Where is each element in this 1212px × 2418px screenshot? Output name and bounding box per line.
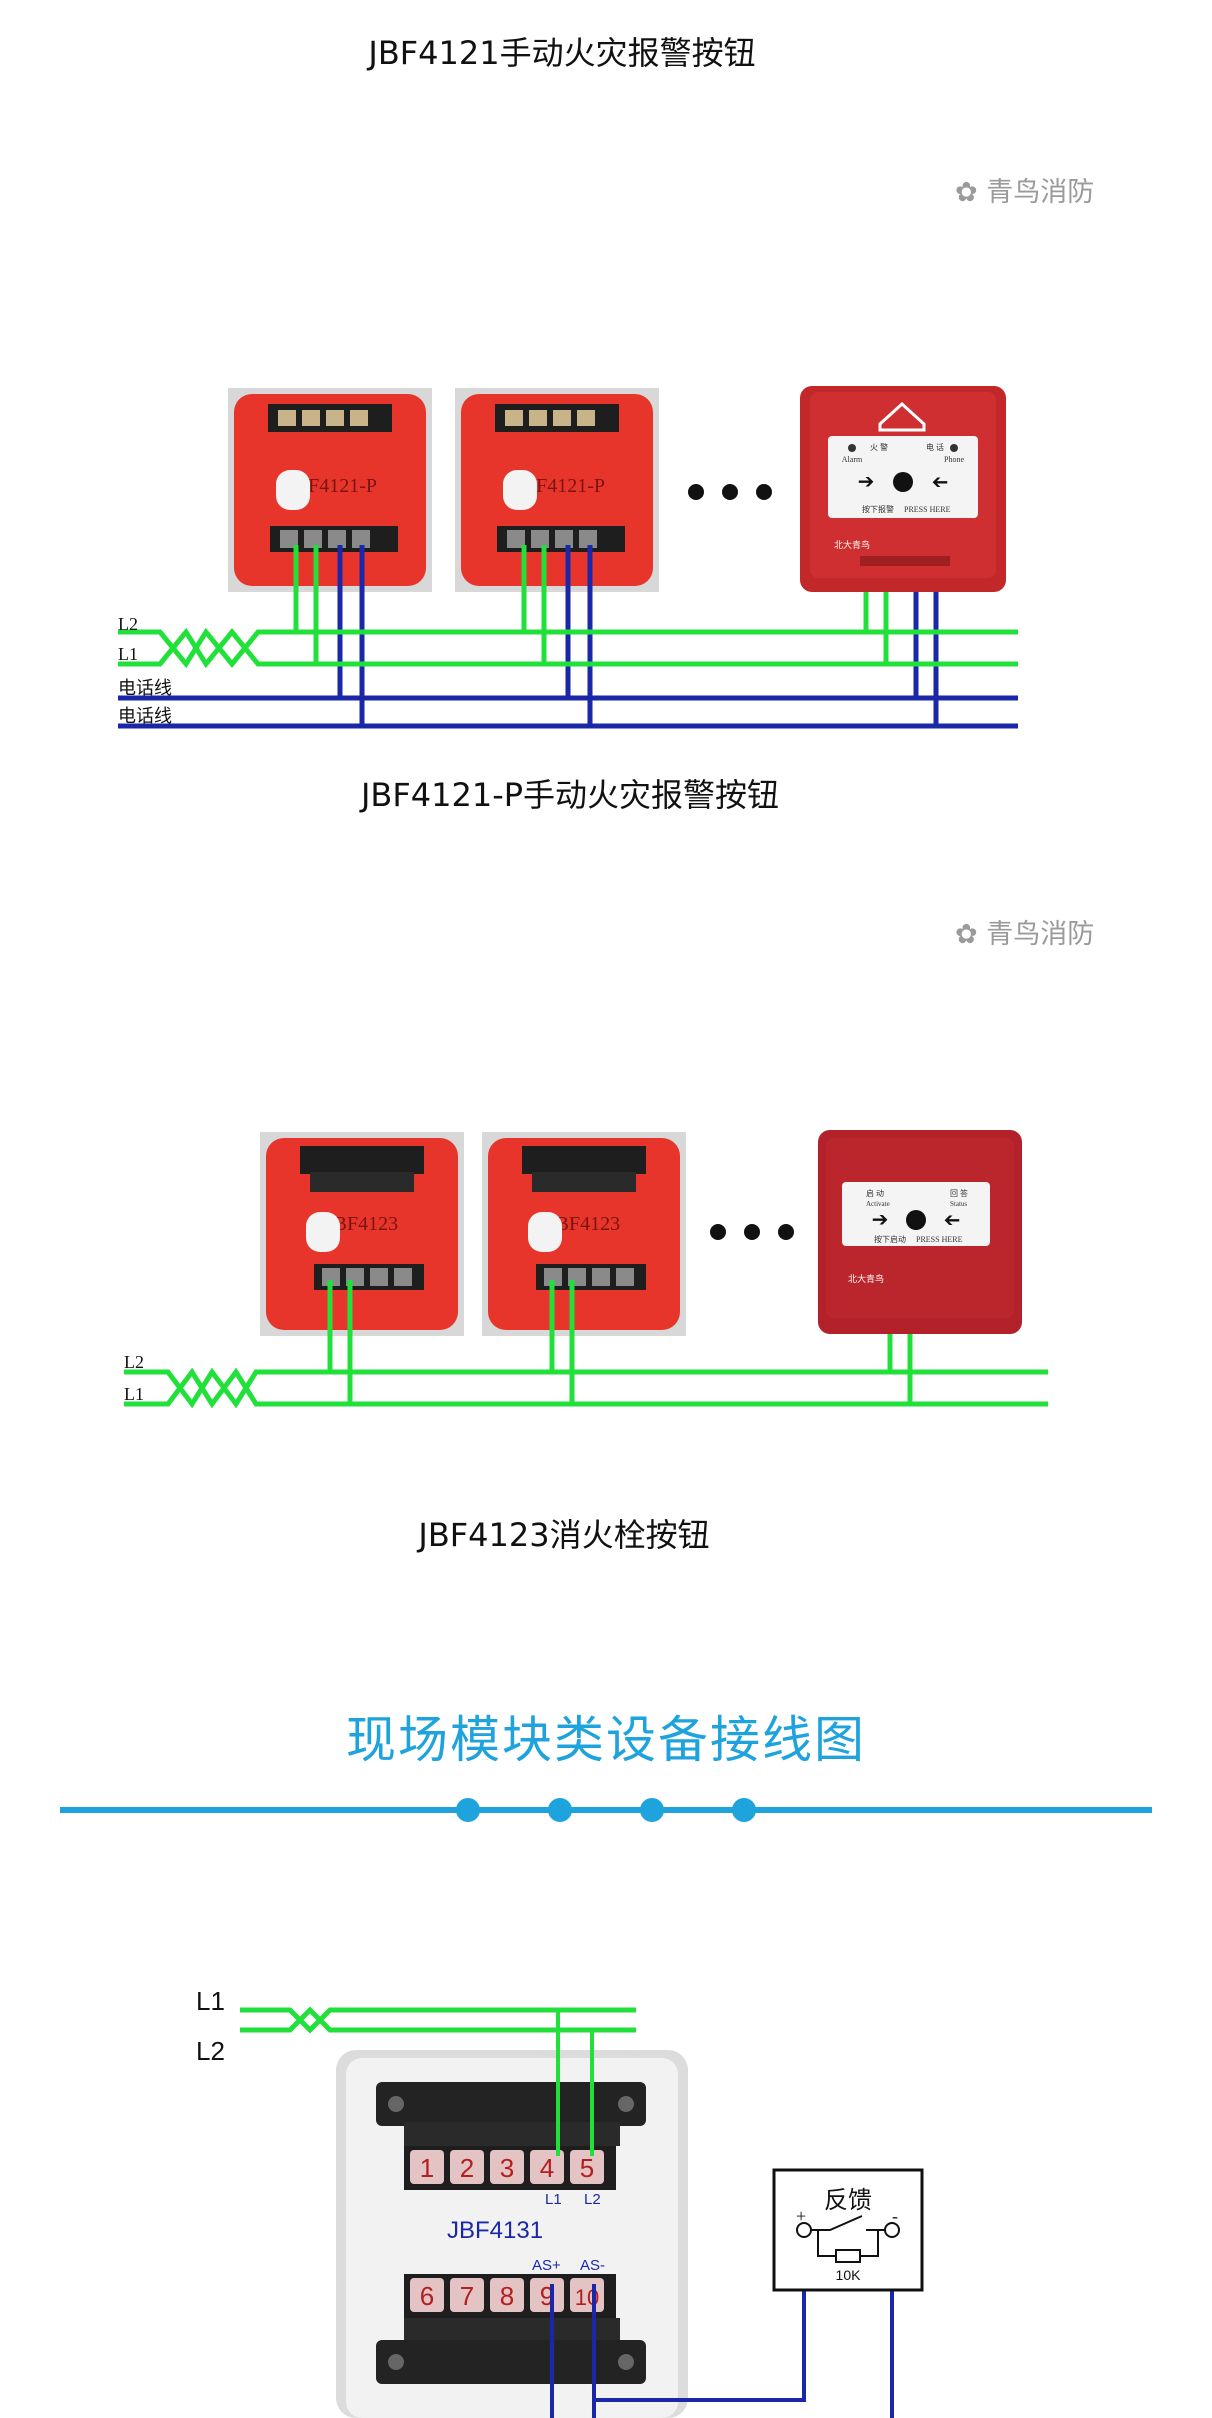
svg-text:火 警: 火 警 [870,442,888,452]
svg-text:Activate: Activate [866,1200,890,1208]
bus-wires [124,1367,1048,1409]
module-jbf4121-p-2: JBF4121-P [455,388,659,592]
minus-label: - [892,2206,898,2226]
svg-text:回 答: 回 答 [950,1188,968,1198]
wire-label-phone-1: 电话线 [118,678,172,698]
svg-text:启 动: 启 动 [866,1188,884,1198]
module-jbf4131: 1 2 3 4 5 L1 L2 JBF4131 AS+ AS- 6 7 8 [336,2050,688,2418]
svg-text:Phone: Phone [944,455,964,464]
svg-text:4: 4 [540,2153,554,2183]
svg-text:PRESS HERE: PRESS HERE [916,1235,963,1244]
brand-label: 北大青鸟 [848,1273,884,1284]
vertical-wires [327,1280,913,1404]
manual-call-point: Alarm Phone 火 警 电 话 ➔ ➔ 按下报警 PRESS HERE … [800,386,1006,592]
arrow-left-icon: ➔ [932,471,949,493]
diagram-jbf4121-p: JBF4121-P JBF4121-P [118,386,1018,729]
svg-text:按下报警: 按下报警 [862,504,894,514]
wire-label-l1: L1 [124,1384,144,1404]
wire-label-l2: L2 [124,1352,144,1372]
signal-drops [556,2010,594,2156]
svg-text:3: 3 [500,2153,514,2183]
module-jbf4123-1: JBF4123 [260,1132,464,1336]
svg-text:Status: Status [950,1200,967,1208]
terminal-label-l1: L1 [545,2191,562,2208]
diagram-jbf4123: JBF4123 JBF4123 [124,1130,1048,1409]
svg-text:6: 6 [420,2281,434,2311]
caption-jbf4121-p: JBF4121-P手动火灾报警按钮 [360,776,780,814]
svg-text:Alarm: Alarm [842,455,863,464]
feedback-label: 反馈 [824,2187,872,2214]
resistor-label: 10K [836,2267,862,2283]
plus-label: + [796,2206,806,2226]
brand-label: 北大青鸟 [834,539,870,550]
module-label: JBF4123 [548,1213,620,1235]
ellipsis-dots [710,1224,794,1240]
svg-text:按下启动: 按下启动 [874,1234,906,1244]
hydrant-button: 启 动 回 答 Activate Status ➔ ➔ 按下启动 PRESS H… [818,1130,1022,1334]
terminal-label-as-minus: AS- [580,2257,605,2274]
diagram-jbf4131: L1 L2 1 2 3 4 5 [196,1986,924,2418]
watermark-2: ✿ 青鸟消防 [955,919,1095,950]
wire-label-l1: L1 [196,1986,225,2016]
terminal-row-bottom: 6 7 8 9 10 [404,2274,616,2318]
wire-label-phone-2: 电话线 [118,706,172,726]
caption-jbf4121-cut: JBF4121手动火灾报警按钮 [368,34,756,72]
resistor-icon [835,2249,861,2263]
wechat-icon: ✿ [955,919,987,950]
arrow-left-icon: ➔ [944,1209,961,1231]
wire-label-l2: L2 [196,2036,225,2066]
ellipsis-dots [688,484,772,500]
module-label: JBF4121-P [515,475,605,497]
title-divider [60,1798,1152,1822]
svg-text:1: 1 [420,2153,434,2183]
wire-label-l2: L2 [118,614,138,634]
wire-label-l1: L1 [118,644,138,664]
section-title: 现场模块类设备接线图 [346,1711,866,1769]
terminal-row-top: 1 2 3 4 5 [404,2146,616,2190]
svg-text:PRESS HERE: PRESS HERE [904,505,951,514]
arrow-right-icon: ➔ [872,1209,889,1231]
svg-text:2: 2 [460,2153,474,2183]
module-jbf4123-2: JBF4123 [482,1132,686,1336]
terminal-label-l2: L2 [584,2191,601,2208]
module-label: JBF4131 [447,2217,543,2244]
watermark-1: ✿ 青鸟消防 [955,177,1095,208]
caption-jbf4123: JBF4123消火栓按钮 [418,1516,710,1554]
svg-text:电 话: 电 话 [926,442,944,452]
svg-text:7: 7 [460,2281,474,2311]
house-icon [878,401,926,432]
arrow-right-icon: ➔ [858,471,875,493]
module-label: JBF4123 [326,1213,398,1235]
bus-wires [240,2006,636,2034]
terminal-label-as-plus: AS+ [532,2257,561,2274]
svg-text:5: 5 [580,2153,594,2183]
svg-text:8: 8 [500,2281,514,2311]
wechat-icon: ✿ [955,177,987,208]
feedback-device: 反馈 + - 10K [772,2168,924,2292]
module-jbf4121-p-1: JBF4121-P [228,388,432,592]
bus-wires [118,627,1018,729]
